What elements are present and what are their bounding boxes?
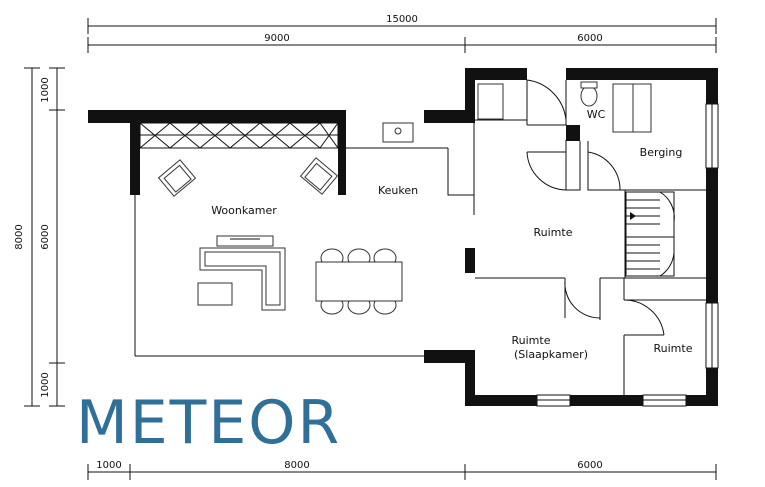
dining-table xyxy=(315,261,403,302)
dim-bottom-a: 1000 xyxy=(96,460,121,471)
appliance-2 xyxy=(632,83,652,133)
washer xyxy=(477,83,504,120)
tv-unit xyxy=(216,235,274,247)
windows xyxy=(139,103,719,407)
top-dimensions: 15000 9000 6000 xyxy=(87,14,717,53)
room-label-berging: Berging xyxy=(640,146,683,159)
meteor-logo: METEOR xyxy=(76,388,341,458)
armchair-left xyxy=(157,159,197,197)
room-label-ruimte-slaapkamer: Ruimte xyxy=(512,334,551,347)
room-label-slaapkamer-sub: (Slaapkamer) xyxy=(514,348,588,361)
interior-lines xyxy=(134,80,706,395)
doors xyxy=(526,79,665,336)
left-dimensions: 8000 1000 6000 1000 xyxy=(14,67,65,407)
staircase xyxy=(625,191,675,277)
toilet xyxy=(580,85,598,107)
dim-left-total: 8000 xyxy=(14,224,25,249)
walls xyxy=(88,68,718,406)
dim-left-bottom: 1000 xyxy=(40,372,51,397)
room-label-wc: WC xyxy=(587,108,606,121)
room-label-woonkamer: Woonkamer xyxy=(211,204,277,217)
dim-left-top: 1000 xyxy=(40,77,51,102)
furniture xyxy=(157,157,403,315)
room-label-ruimte-right: Ruimte xyxy=(654,342,693,355)
armchair-right xyxy=(299,157,339,195)
room-label-keuken: Keuken xyxy=(378,184,418,197)
dim-left-mid: 6000 xyxy=(40,224,51,249)
dim-bottom-b: 8000 xyxy=(284,460,309,471)
dim-bottom-c: 6000 xyxy=(577,460,602,471)
dim-top-total: 15000 xyxy=(386,14,418,25)
appliance-1 xyxy=(612,83,634,133)
bottom-dimensions: 1000 8000 6000 xyxy=(87,460,717,480)
room-labels: Woonkamer Keuken WC Berging Ruimte Ruimt… xyxy=(211,108,693,361)
room-label-ruimte-center: Ruimte xyxy=(534,226,573,239)
dim-top-right: 6000 xyxy=(577,33,602,44)
coffee-table xyxy=(197,282,233,306)
dim-top-left: 9000 xyxy=(264,33,289,44)
fixtures xyxy=(382,81,652,143)
